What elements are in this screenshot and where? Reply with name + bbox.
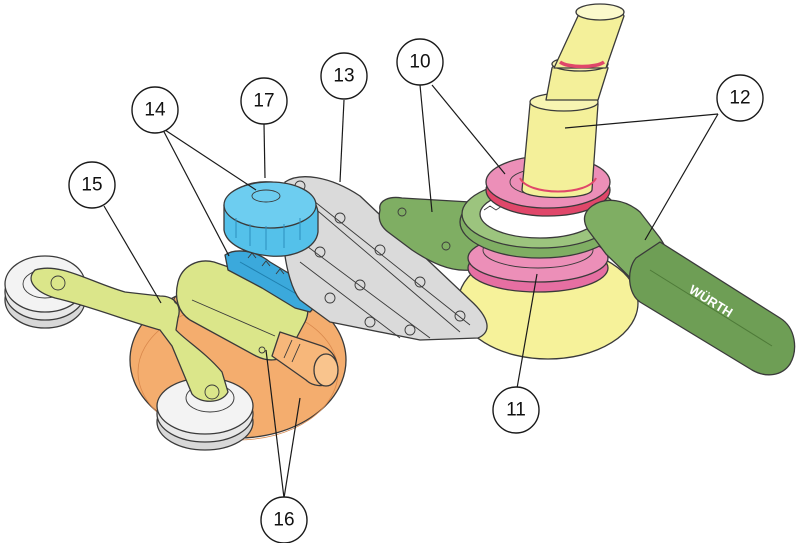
callout-leader-lines	[103, 84, 719, 499]
callout-11: 11	[492, 386, 540, 434]
callout-17-label: 17	[253, 91, 274, 112]
callout-13-label: 13	[333, 66, 354, 87]
callout-10-label: 10	[409, 52, 430, 73]
callout-16: 16	[260, 496, 308, 543]
callout-16-label: 16	[273, 510, 294, 531]
blue-knob	[223, 181, 319, 257]
callout-17: 17	[240, 77, 288, 125]
lower-left-foot	[156, 377, 254, 451]
callout-12-label: 12	[729, 88, 750, 109]
grey-link-chain	[281, 176, 488, 341]
callout-14-label: 14	[144, 100, 166, 121]
green-handle-lever: WÜRTH	[583, 199, 796, 376]
callout-11-label: 11	[506, 400, 526, 421]
orange-pin	[271, 331, 339, 387]
callout-15-label: 15	[81, 175, 102, 196]
callout-15: 15	[68, 161, 116, 209]
yellow-rod	[519, 3, 625, 199]
callout-13: 13	[320, 52, 368, 100]
callout-14: 14	[131, 86, 179, 134]
callout-12: 12	[716, 74, 764, 122]
callout-10: 10	[396, 38, 444, 86]
